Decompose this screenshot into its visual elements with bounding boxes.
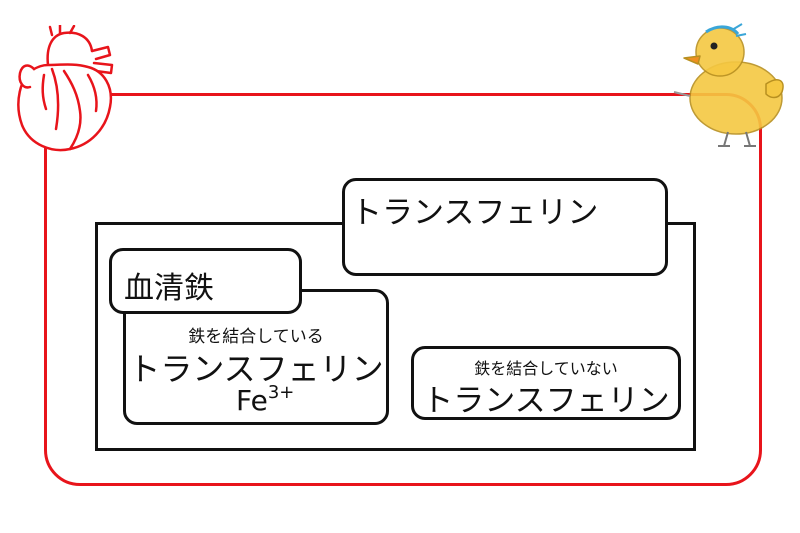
fe3-ion-label: Fe3+	[236, 382, 295, 417]
heart-icon	[17, 25, 114, 152]
iron-bound-caption: 鉄を結合している	[188, 327, 324, 347]
iron-free-transferrin-box: 鉄を結合していない トランスフェリン	[411, 346, 681, 420]
duck-icon	[673, 23, 784, 147]
red-frame	[44, 93, 762, 486]
serum-iron-box: 血清鉄	[109, 248, 302, 314]
iron-bound-transferrin-label: トランスフェリン	[128, 350, 384, 388]
transferrin-box: トランスフェリン	[342, 178, 668, 276]
transferrin-label: トランスフェリン	[351, 195, 599, 231]
serum-iron-label: 血清鉄	[124, 271, 214, 306]
iron-free-transferrin-label: トランスフェリン	[422, 383, 670, 419]
iron-free-caption: 鉄を結合していない	[474, 359, 618, 378]
